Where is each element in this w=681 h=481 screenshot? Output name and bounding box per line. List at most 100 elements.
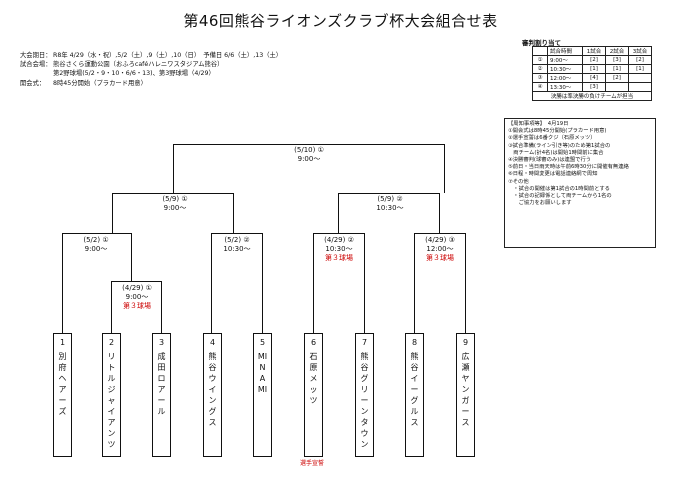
bracket-line [444, 144, 445, 193]
match-time: 9:00〜 [84, 245, 108, 253]
referee-cell: ① [532, 55, 548, 65]
referee-cell: [2] [582, 55, 606, 65]
match-venue: 第３球場 [123, 302, 151, 310]
team-name: 熊谷ウイングス [208, 352, 217, 427]
venue-value2: 第2野球場(5/2・9・10・6/6・13)、第3野球場（4/29） [53, 70, 215, 77]
bracket-line [414, 233, 466, 234]
referee-row: ③ 12:00〜 [4] [2] [532, 73, 652, 83]
bracket-line [313, 233, 314, 333]
bracket-line [173, 144, 174, 193]
notes-line: ⑥日程・時間変更は電話連絡網で周知 [508, 171, 598, 178]
bracket-line [211, 233, 263, 234]
page-title: 第46回熊谷ライオンズクラブ杯大会組合せ表 [183, 12, 498, 30]
match-date: (4/29) ③ [425, 236, 455, 244]
referee-header-cell: 試合時間 [547, 46, 583, 56]
match-venue: 第３球場 [325, 254, 353, 262]
match-venue: 第３球場 [426, 254, 454, 262]
referee-cell: ② [532, 64, 548, 74]
referee-cell [628, 82, 652, 92]
notes-line: ご協力をお願いします [508, 200, 572, 207]
referee-cell: 12:00〜 [547, 73, 583, 83]
team-name: 石原メッツ [309, 352, 318, 405]
bracket-line [62, 233, 63, 333]
match-time: 10:30〜 [223, 245, 251, 253]
team-name: 熊谷グリーンタウン [360, 352, 369, 449]
referee-cell [628, 73, 652, 83]
team-number: 7 [361, 338, 368, 347]
match-q2: (5/2) ② 10:30〜 [208, 236, 266, 254]
match-q3: (4/29) ② 10:30〜 第３球場 [309, 236, 369, 263]
opening-label: 開会式： [20, 80, 46, 87]
referee-cell: [2] [628, 55, 652, 65]
referee-cell: 13:30〜 [547, 82, 583, 92]
referee-note-row: 決勝は準決勝の負けチームが担当 [532, 91, 652, 101]
match-time: 10:30〜 [376, 204, 404, 212]
referee-cell: ③ [532, 73, 548, 83]
bracket-line [364, 233, 365, 333]
notes-header: 【周知事項等】 4月19日 [508, 121, 569, 127]
referee-cell: [2] [605, 73, 629, 83]
bracket-line [439, 193, 440, 233]
venue-label: 試合会場： [20, 61, 52, 68]
team-name: MINAMI [257, 352, 268, 394]
team-box: 8 熊谷イーグルス [405, 333, 424, 457]
referee-row: ② 10:30〜 [1] [1] [1] [532, 64, 652, 74]
match-q1: (5/2) ① 9:00〜 [62, 236, 130, 254]
match-date: (5/2) ① [83, 236, 109, 244]
team-number: 8 [411, 338, 418, 347]
bracket-line [111, 281, 112, 333]
referee-row: ① 9:00〜 [2] [3] [2] [532, 55, 652, 65]
referee-cell [605, 82, 629, 92]
bracket-line [161, 281, 162, 333]
notes-box: 【周知事項等】 4月19日 ①開会式は8時45分開始(プラカード用意) ②選手宣… [504, 118, 656, 248]
match-r1: (4/29) ① 9:00〜 第３球場 [106, 284, 168, 311]
dates-label: 大会期日： [20, 52, 52, 59]
match-date: (5/9) ① [162, 195, 188, 203]
team-box: 1 別府ヘアーズ [53, 333, 72, 457]
referee-note: 決勝は準決勝の負けチームが担当 [532, 91, 652, 101]
bracket-line [173, 144, 445, 145]
referee-header-cell [532, 46, 548, 56]
bracket-line [131, 233, 132, 281]
referee-cell: [1] [582, 64, 606, 74]
referee-header-cell: 3試合 [628, 46, 652, 56]
notes-line: ⑦その他 [508, 178, 529, 185]
match-time: 9:00〜 [297, 155, 321, 163]
referee-row: ④ 13:30〜 [3] [532, 82, 652, 92]
bracket-line [62, 233, 132, 234]
bracket-line [313, 233, 365, 234]
match-time: 9:00〜 [163, 204, 187, 212]
venue-row: 試合会場：熊谷さくら運動公園（おふろcaféハレニワスタジアム熊谷） [20, 60, 223, 69]
match-date: (4/29) ① [122, 284, 152, 292]
bracket-line [338, 193, 339, 233]
match-time: 9:00〜 [125, 293, 149, 301]
notes-line: ②選手宣誓は6番クジ（石原メッツ） [508, 135, 596, 142]
match-date: (5/9) ② [377, 195, 403, 203]
team-number: 2 [108, 338, 115, 347]
bracket-line [414, 233, 415, 333]
bracket-line [233, 193, 234, 233]
notes-line: ④決勝審判(球審のみ)は連盟で行う [508, 157, 592, 164]
venue-value: 熊谷さくら運動公園（おふろcaféハレニワスタジアム熊谷） [53, 61, 224, 68]
match-final: (5/10) ① 9:00〜 [264, 146, 354, 164]
referee-cell: [3] [582, 82, 606, 92]
team-name: 熊谷イーグルス [410, 352, 419, 427]
bracket-line [211, 233, 212, 333]
team-name: 別府ヘアーズ [58, 352, 67, 416]
match-time: 10:30〜 [325, 245, 353, 253]
referee-cell: 9:00〜 [547, 55, 583, 65]
team-number: 5 [259, 338, 266, 347]
bracket-line [112, 193, 234, 194]
referee-cell: ④ [532, 82, 548, 92]
opening-value: 8時45分開始（プラカード用意） [53, 80, 147, 87]
match-semi-2: (5/9) ② 10:30〜 [345, 195, 435, 213]
referee-cell: [1] [605, 64, 629, 74]
team-number: 1 [59, 338, 66, 347]
referee-cell: 10:30〜 [547, 64, 583, 74]
